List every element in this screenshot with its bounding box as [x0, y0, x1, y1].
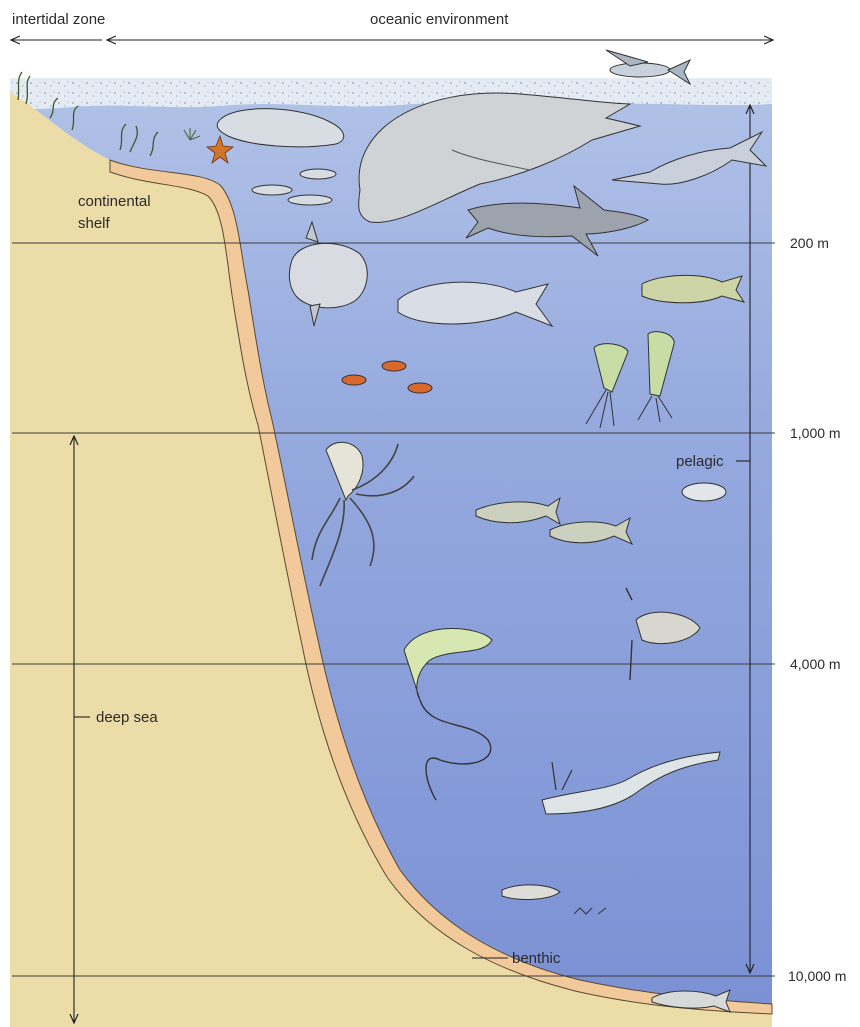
- pelagic-label: pelagic: [676, 453, 724, 470]
- depth-label-10000: 10,000 m: [788, 968, 846, 984]
- depth-label-4000: 4,000 m: [790, 656, 841, 672]
- intertidal-zone-label: intertidal zone: [12, 11, 105, 28]
- puffer-fish-icon: [682, 483, 726, 501]
- oceanic-environment-label: oceanic environment: [370, 11, 509, 28]
- depth-label-200: 200 m: [790, 235, 829, 251]
- continental-shelf-label-line1: continental: [78, 193, 151, 210]
- continental-shelf-label-line2: shelf: [78, 215, 111, 232]
- benthic-label: benthic: [512, 950, 561, 967]
- depth-label-1000: 1,000 m: [790, 425, 841, 441]
- deep-sea-label: deep sea: [96, 709, 158, 726]
